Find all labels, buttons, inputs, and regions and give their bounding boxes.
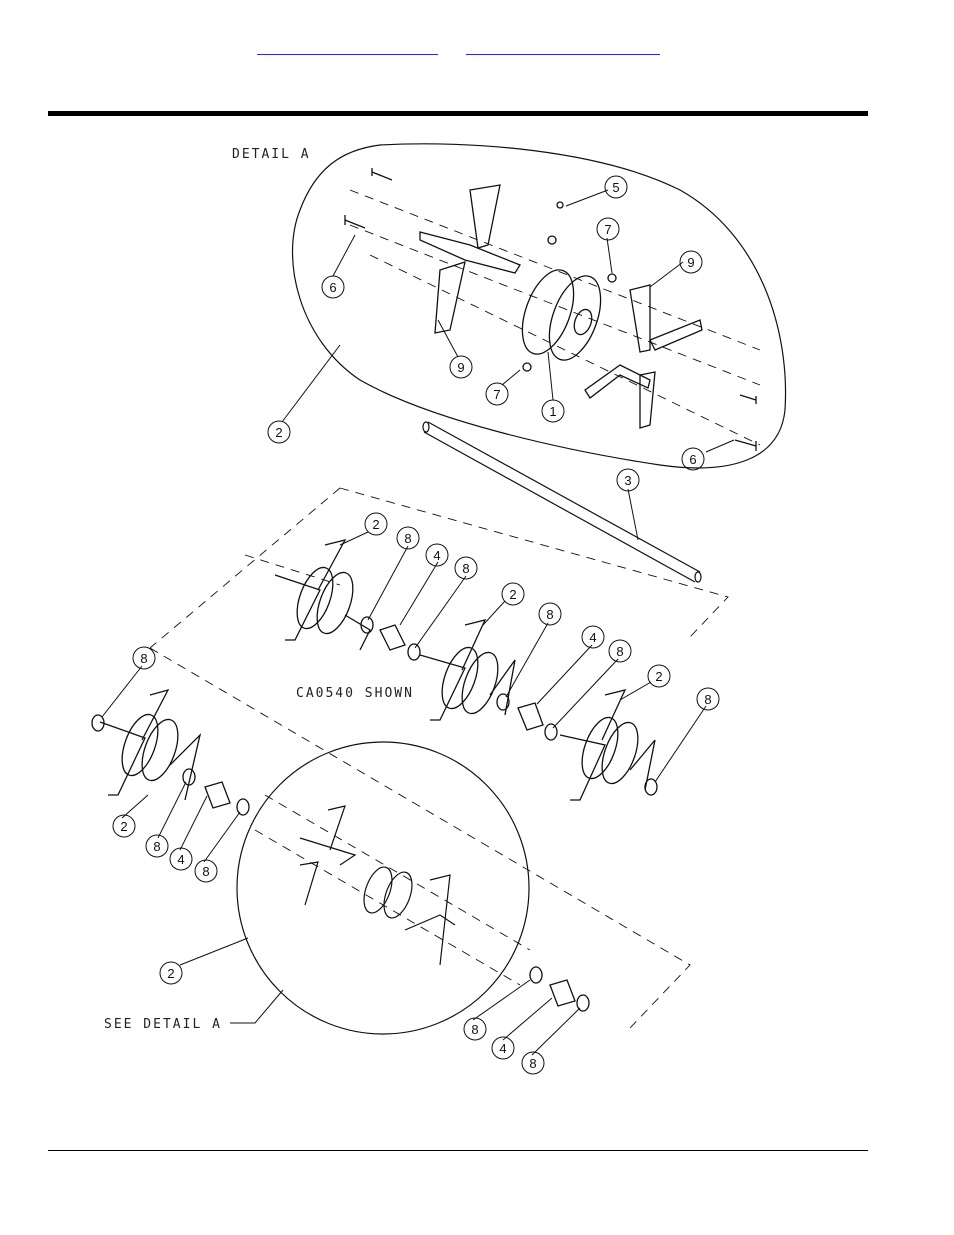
callout-bubbles [112,175,720,1075]
callout-8: 8 [616,644,623,659]
see-detail-circle [236,741,531,1035]
callout-7: 7 [493,387,500,402]
callout-9: 9 [457,360,464,375]
top-link-right[interactable] [466,38,660,55]
detail-a-parts [344,168,757,451]
callout-8: 8 [462,561,469,576]
callout-2: 2 [120,819,127,834]
footer-rule [48,1150,868,1151]
leader-lines [101,189,735,1056]
top-link-left[interactable] [257,38,438,55]
ca0540-shown-label: CA0540 SHOWN [296,686,414,701]
detail-a-axis-lines [349,189,761,446]
callout-2-bubble [267,420,291,444]
callout-4: 4 [499,1041,506,1056]
top-links [0,38,954,58]
assembly-envelope [149,487,729,1029]
callout-numbers: 1 2 2 2 2 2 2 3 4 4 4 4 5 6 6 7 7 8 8 8 … [120,180,711,1071]
callout-7: 7 [604,222,611,237]
detail-a-outline [291,143,787,469]
callout-8: 8 [140,651,147,666]
callout-4: 4 [589,630,596,645]
callout-8: 8 [153,839,160,854]
see-detail-a-label: SEE DETAIL A [104,1017,222,1032]
callout-2: 2 [372,517,379,532]
callout-4: 4 [177,852,184,867]
callout-9: 9 [687,255,694,270]
callout-2: 2 [509,587,516,602]
callout-8: 8 [471,1022,478,1037]
callout-8: 8 [546,607,553,622]
callout-4: 4 [433,548,440,563]
callout-5: 5 [612,180,619,195]
spacers-washers [91,616,658,1012]
callout-2: 2 [275,425,282,440]
callout-3: 3 [624,473,631,488]
shaft-item-3 [422,421,702,583]
callout-8: 8 [529,1056,536,1071]
callout-1-bubble [541,399,565,423]
callout-2: 2 [655,669,662,684]
callout-8: 8 [704,692,711,707]
callout-8: 8 [404,531,411,546]
header-rule [48,111,868,116]
callout-2: 2 [167,966,174,981]
callout-6: 6 [329,280,336,295]
callout-8: 8 [202,864,209,879]
callout-1: 1 [549,404,556,419]
detail-a-label: DETAIL A [232,147,311,162]
callout-6: 6 [689,452,696,467]
rotor-assemblies [99,539,656,801]
